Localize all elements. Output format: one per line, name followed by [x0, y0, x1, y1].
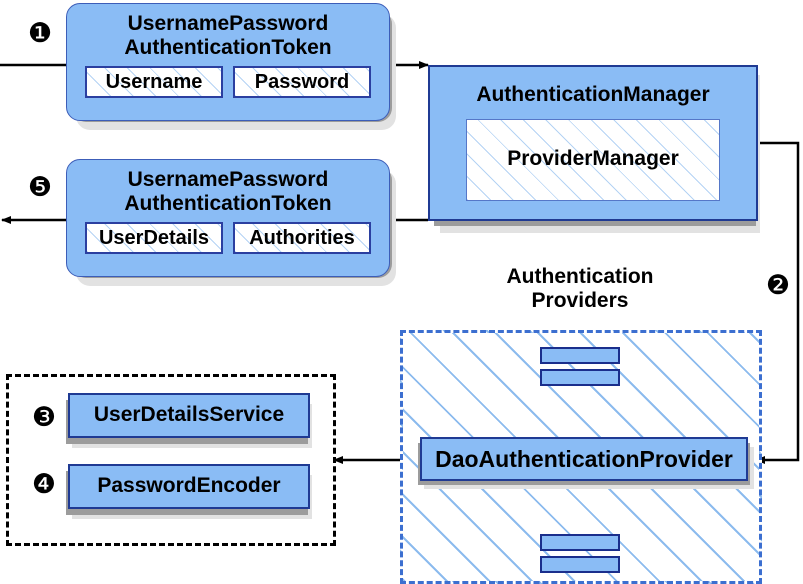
providers-caption-line2: Providers	[531, 288, 629, 312]
token-response-fields: UserDetails Authorities	[85, 222, 371, 255]
field-username[interactable]: Username	[85, 66, 223, 99]
token-response-title-line2: AuthenticationToken	[124, 191, 332, 215]
step-marker-1: ❶	[27, 18, 53, 49]
provider-placeholder-bar-top-2	[540, 369, 620, 386]
field-authorities[interactable]: Authorities	[233, 222, 371, 255]
authentication-manager-node[interactable]: AuthenticationManager ProviderManager	[428, 65, 758, 221]
token-request-node[interactable]: UsernamePassword AuthenticationToken Use…	[66, 3, 390, 121]
providers-caption-line1: Authentication	[506, 265, 654, 288]
provider-placeholder-bar-top-1	[540, 347, 620, 364]
provider-placeholder-bar-bottom-1	[540, 534, 620, 551]
token-request-fields: Username Password	[85, 66, 371, 99]
token-response-node[interactable]: UsernamePassword AuthenticationToken Use…	[66, 159, 390, 277]
token-response-title-line1: UsernamePassword	[127, 168, 329, 191]
step-marker-5: ❺	[27, 172, 53, 203]
token-request-title-line1: UsernamePassword	[127, 12, 329, 35]
token-request-title: UsernamePassword AuthenticationToken	[124, 12, 331, 59]
passwordencoder-node[interactable]: PasswordEncoder	[68, 464, 310, 509]
provider-placeholder-bar-bottom-2	[540, 556, 620, 573]
userdetailsservice-node[interactable]: UserDetailsService	[68, 393, 310, 438]
token-response-title: UsernamePassword AuthenticationToken	[124, 168, 331, 215]
providers-caption: Authentication Providers	[455, 265, 705, 312]
provider-manager-node[interactable]: ProviderManager	[466, 118, 720, 201]
step-marker-3: ❸	[31, 402, 57, 433]
step-marker-2: ❷	[765, 270, 791, 301]
arrow-manager-to-provider	[755, 141, 800, 464]
field-password[interactable]: Password	[233, 66, 371, 99]
token-request-title-line2: AuthenticationToken	[124, 35, 332, 59]
dao-authentication-provider-node[interactable]: DaoAuthenticationProvider	[420, 437, 748, 481]
authentication-manager-title: AuthenticationManager	[476, 83, 710, 106]
field-userdetails[interactable]: UserDetails	[85, 222, 223, 255]
step-marker-4: ❹	[31, 469, 57, 500]
